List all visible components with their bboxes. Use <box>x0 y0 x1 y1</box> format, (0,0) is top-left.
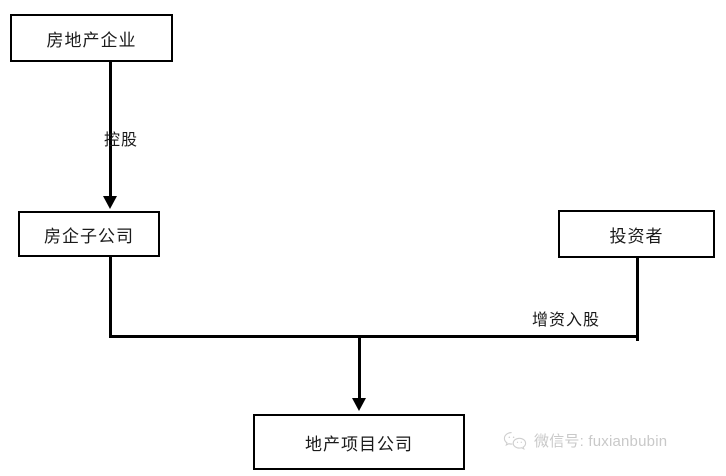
edge-subsidiary-to-bus-line <box>109 257 112 338</box>
edge-investor-to-bus-line <box>636 258 639 341</box>
watermark-text: 微信号: fuxianbubin <box>534 433 668 450</box>
node-developer: 房地产企业 <box>10 14 173 62</box>
watermark: 微信号: fuxianbubin <box>503 430 667 451</box>
node-investor: 投资者 <box>558 210 715 258</box>
edge-developer-to-subsidiary-line <box>109 62 112 200</box>
edge-label-capital-increase: 增资入股 <box>532 312 601 329</box>
arrowhead-down-icon <box>352 398 366 411</box>
edge-bus-to-project-line <box>358 338 361 400</box>
edge-horizontal-bus-line <box>109 335 637 338</box>
edge-label-control: 控股 <box>104 132 139 149</box>
node-project-company: 地产项目公司 <box>253 414 465 470</box>
arrowhead-down-icon <box>103 196 117 209</box>
node-subsidiary: 房企子公司 <box>18 211 160 257</box>
wechat-icon <box>503 431 527 451</box>
